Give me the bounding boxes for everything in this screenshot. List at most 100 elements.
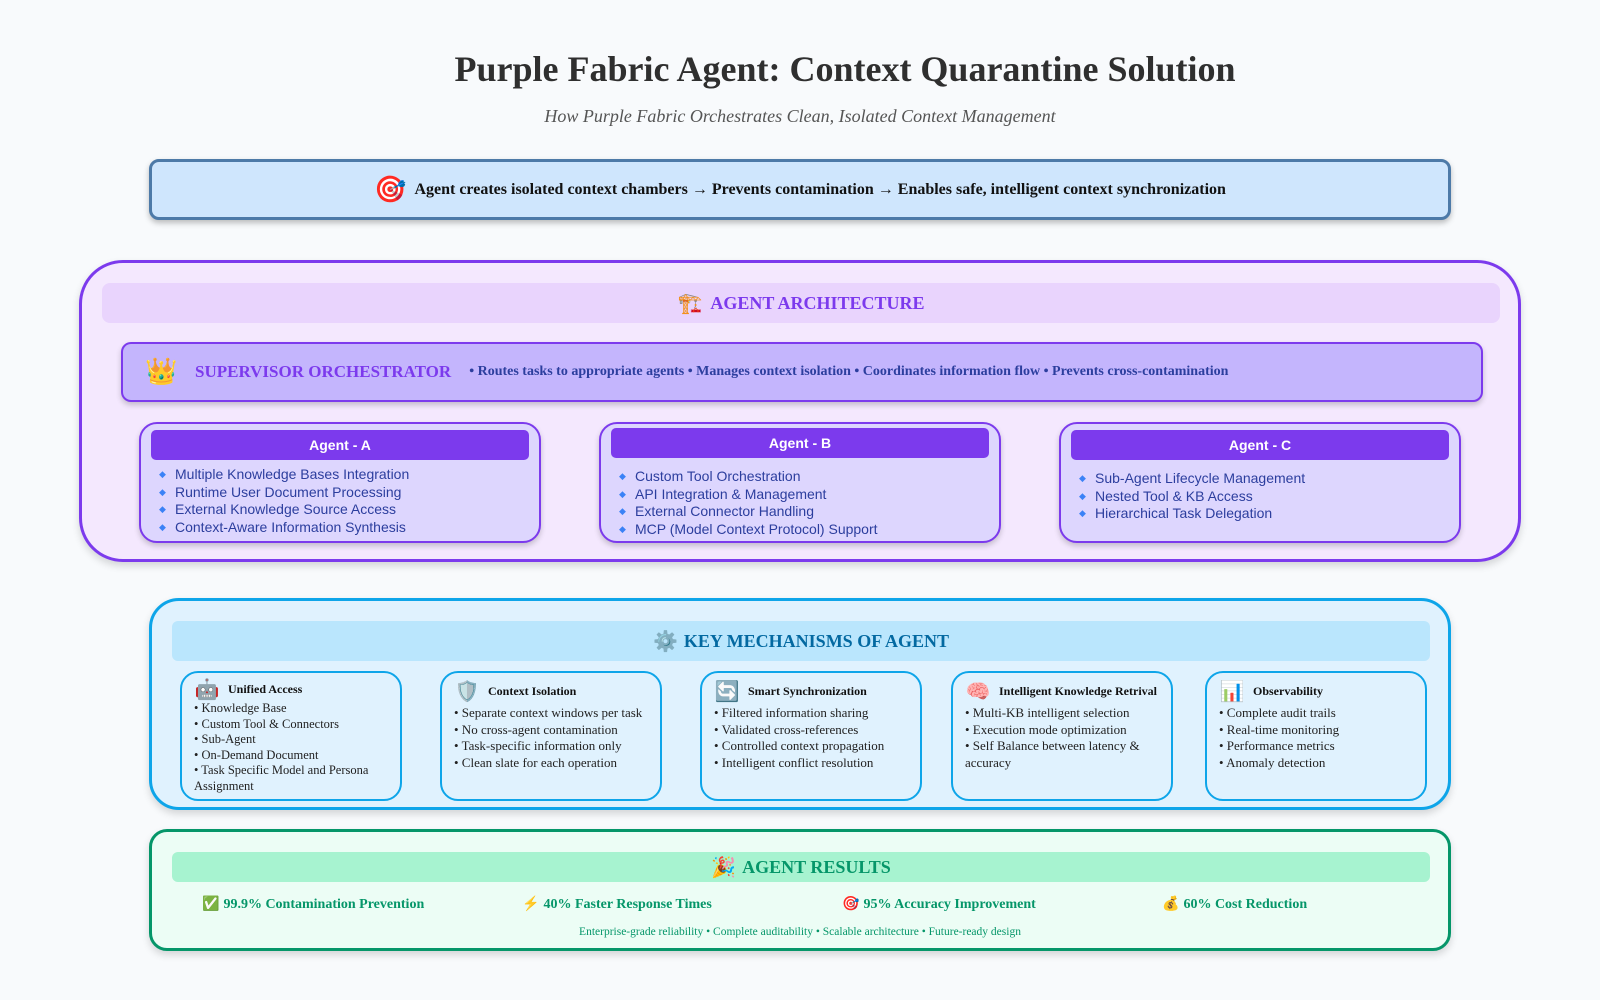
target-icon: 🎯: [842, 897, 860, 912]
agent-feature: ◆API Integration & Management: [619, 486, 999, 504]
agent-feature: ◆Multiple Knowledge Bases Integration: [159, 466, 539, 484]
agent-feature: ◆ External Connector Handling: [619, 503, 999, 521]
crown-icon: 👑: [145, 357, 178, 386]
card-header: 🔄 Smart Synchronization: [714, 679, 920, 703]
card-item: • Complete audit trails: [1219, 705, 1336, 720]
card-item: • Multi-KB intelligent selection: [965, 705, 1130, 720]
mechanism-card-observability: 📊 Observability • Complete audit trails …: [1205, 671, 1427, 801]
mechanisms-header: ⚙️ KEY MECHANISMS OF AGENT: [172, 621, 1430, 661]
gear-icon: ⚙️: [652, 630, 678, 653]
agent-feature: ◆ External Knowledge Source Access: [159, 501, 539, 519]
supervisor-title: SUPERVISOR ORCHESTRATOR: [195, 362, 452, 381]
card-item: • Separate context windows per task: [454, 705, 643, 720]
agent-feature-list: ◆Multiple Knowledge Bases Integration ◆ R…: [159, 466, 539, 536]
supervisor-orchestrator: 👑 SUPERVISOR ORCHESTRATOR • Routes tasks…: [121, 342, 1483, 402]
card-item: • Custom Tool & Connectors: [194, 716, 339, 731]
feature-text: External Connector Handling: [635, 503, 814, 519]
summary-banner: 🎯 Agent creates isolated context chamber…: [149, 159, 1451, 220]
agent-feature: ◆ Hierarchical Task Delegation: [1079, 505, 1459, 523]
feature-text: Custom Tool Orchestration: [635, 468, 801, 484]
feature-text: Nested Tool & KB Access: [1095, 487, 1253, 504]
card-item: • Anomaly detection: [1219, 754, 1326, 770]
agent-feature: ◆ Sub-Agent Lifecycle Management: [1079, 470, 1459, 488]
party-popper-icon: 🎉: [711, 856, 737, 879]
construction-crane-icon: 🏗️: [677, 292, 703, 315]
card-item: • Task Specific Model and Persona Assign…: [194, 763, 369, 793]
card-header: 🛡️ Context Isolation: [454, 679, 660, 703]
feature-text: API Integration & Management: [635, 485, 827, 502]
result-metric: ✅ 99.9% Contamination Prevention: [202, 896, 424, 913]
agent-results-section: 🎉 AGENT RESULTS ✅ 99.9% Contamination Pr…: [149, 829, 1451, 951]
diamond-bullet-icon: ◆: [619, 506, 626, 516]
feature-text: Runtime User Document Processing: [175, 483, 402, 500]
card-item-list: • Separate context windows per task • No…: [454, 705, 660, 771]
card-header: 🤖 Unified Access: [194, 678, 400, 701]
agent-card-a: Agent - A ◆Multiple Knowledge Bases Inte…: [139, 422, 541, 543]
card-item: • Performance metrics: [1219, 738, 1335, 753]
agent-feature-list: ◆Custom Tool Orchestration ◆API Integrat…: [619, 468, 999, 538]
card-title: Observability: [1253, 683, 1324, 698]
diamond-bullet-icon: ◆: [619, 523, 626, 534]
sync-arrows-icon: 🔄: [714, 680, 740, 703]
diamond-bullet-icon: ◆: [159, 486, 166, 497]
feature-text: Sub-Agent Lifecycle Management: [1095, 470, 1306, 486]
card-item: • Knowledge Base: [194, 701, 287, 715]
key-mechanisms-section: ⚙️ KEY MECHANISMS OF AGENT 🤖 Unified Acc…: [149, 598, 1451, 810]
card-title: Intelligent Knowledge Retrival: [999, 683, 1157, 698]
supervisor-description: • Routes tasks to appropriate agents • M…: [469, 364, 1229, 379]
results-title: AGENT RESULTS: [742, 856, 891, 877]
card-title: Unified Access: [228, 681, 303, 696]
mechanism-card-smart-synchronization: 🔄 Smart Synchronization • Filtered infor…: [700, 671, 922, 801]
card-title: Smart Synchronization: [748, 683, 867, 698]
mechanism-card-unified-access: 🤖 Unified Access • Knowledge Base • Cust…: [180, 671, 402, 801]
result-metric: ⚡ 40% Faster Response Times: [522, 896, 712, 913]
feature-text: Context-Aware Information Synthesis: [175, 518, 406, 535]
feature-text: Hierarchical Task Delegation: [1095, 505, 1273, 521]
card-item: • Task-specific information only: [454, 738, 622, 753]
money-bag-icon: 💰: [1162, 897, 1180, 912]
agent-card-b: Agent - B ◆Custom Tool Orchestration ◆AP…: [599, 422, 1001, 543]
agent-feature: ◆ Custom Tool Orchestration: [619, 468, 999, 486]
page-title: Purple Fabric Agent: Context Quarantine …: [454, 49, 1236, 89]
agent-feature: ◆ MCP (Model Context Protocol) Support: [619, 521, 999, 539]
result-text: 95% Accuracy Improvement: [863, 896, 1036, 912]
diamond-bullet-icon: ◆: [1079, 508, 1086, 518]
diamond-bullet-icon: ◆: [159, 504, 166, 514]
card-item: • Intelligent conflict resolution: [714, 754, 874, 770]
target-icon: 🎯: [374, 174, 407, 204]
agent-name: Agent - C: [1071, 430, 1449, 460]
card-item: • Execution mode optimization: [965, 721, 1127, 737]
banner-text: Agent creates isolated context chambers …: [414, 180, 1226, 198]
bar-chart-icon: 📊: [1219, 680, 1245, 703]
card-header: 🧠 Intelligent Knowledge Retrival: [965, 679, 1171, 703]
card-header: 📊 Observability: [1219, 679, 1425, 703]
card-item: • On-Demand Document: [194, 747, 319, 762]
feature-text: MCP (Model Context Protocol) Support: [635, 520, 878, 537]
diamond-bullet-icon: ◆: [159, 521, 166, 532]
agent-feature: ◆ Context-Aware Information Synthesis: [159, 519, 539, 537]
shield-icon: 🛡️: [454, 680, 480, 703]
agent-name: Agent - B: [611, 428, 989, 458]
diamond-bullet-icon: ◆: [159, 469, 166, 479]
result-text: 60% Cost Reduction: [1183, 896, 1308, 912]
architecture-header: 🏗️ AGENT ARCHITECTURE: [102, 283, 1500, 323]
agent-architecture-section: 🏗️ AGENT ARCHITECTURE 👑 SUPERVISOR ORCHE…: [79, 260, 1521, 562]
agent-feature-list: ◆Sub-Agent Lifecycle Management ◆Nested …: [1079, 470, 1459, 523]
diamond-bullet-icon: ◆: [619, 471, 626, 481]
mechanisms-title: KEY MECHANISMS OF AGENT: [683, 630, 950, 651]
results-header: 🎉 AGENT RESULTS: [172, 852, 1430, 882]
mechanism-card-knowledge-retrieval: 🧠 Intelligent Knowledge Retrival • Multi…: [951, 671, 1173, 801]
agent-feature: ◆Nested Tool & KB Access: [1079, 488, 1459, 506]
check-mark-icon: ✅: [202, 897, 220, 912]
card-item: • Real-time monitoring: [1219, 721, 1340, 737]
brain-icon: 🧠: [965, 680, 991, 703]
card-item: • Filtered information sharing: [714, 705, 869, 720]
feature-text: External Knowledge Source Access: [175, 501, 397, 517]
lightning-icon: ⚡: [522, 897, 540, 912]
card-item: • Clean slate for each operation: [454, 754, 618, 770]
card-title: Context Isolation: [488, 683, 577, 698]
diamond-bullet-icon: ◆: [1079, 473, 1086, 483]
card-item: • Validated cross-references: [714, 721, 859, 737]
mechanism-card-context-isolation: 🛡️ Context Isolation • Separate context …: [440, 671, 662, 801]
robot-icon: 🤖: [194, 678, 220, 701]
